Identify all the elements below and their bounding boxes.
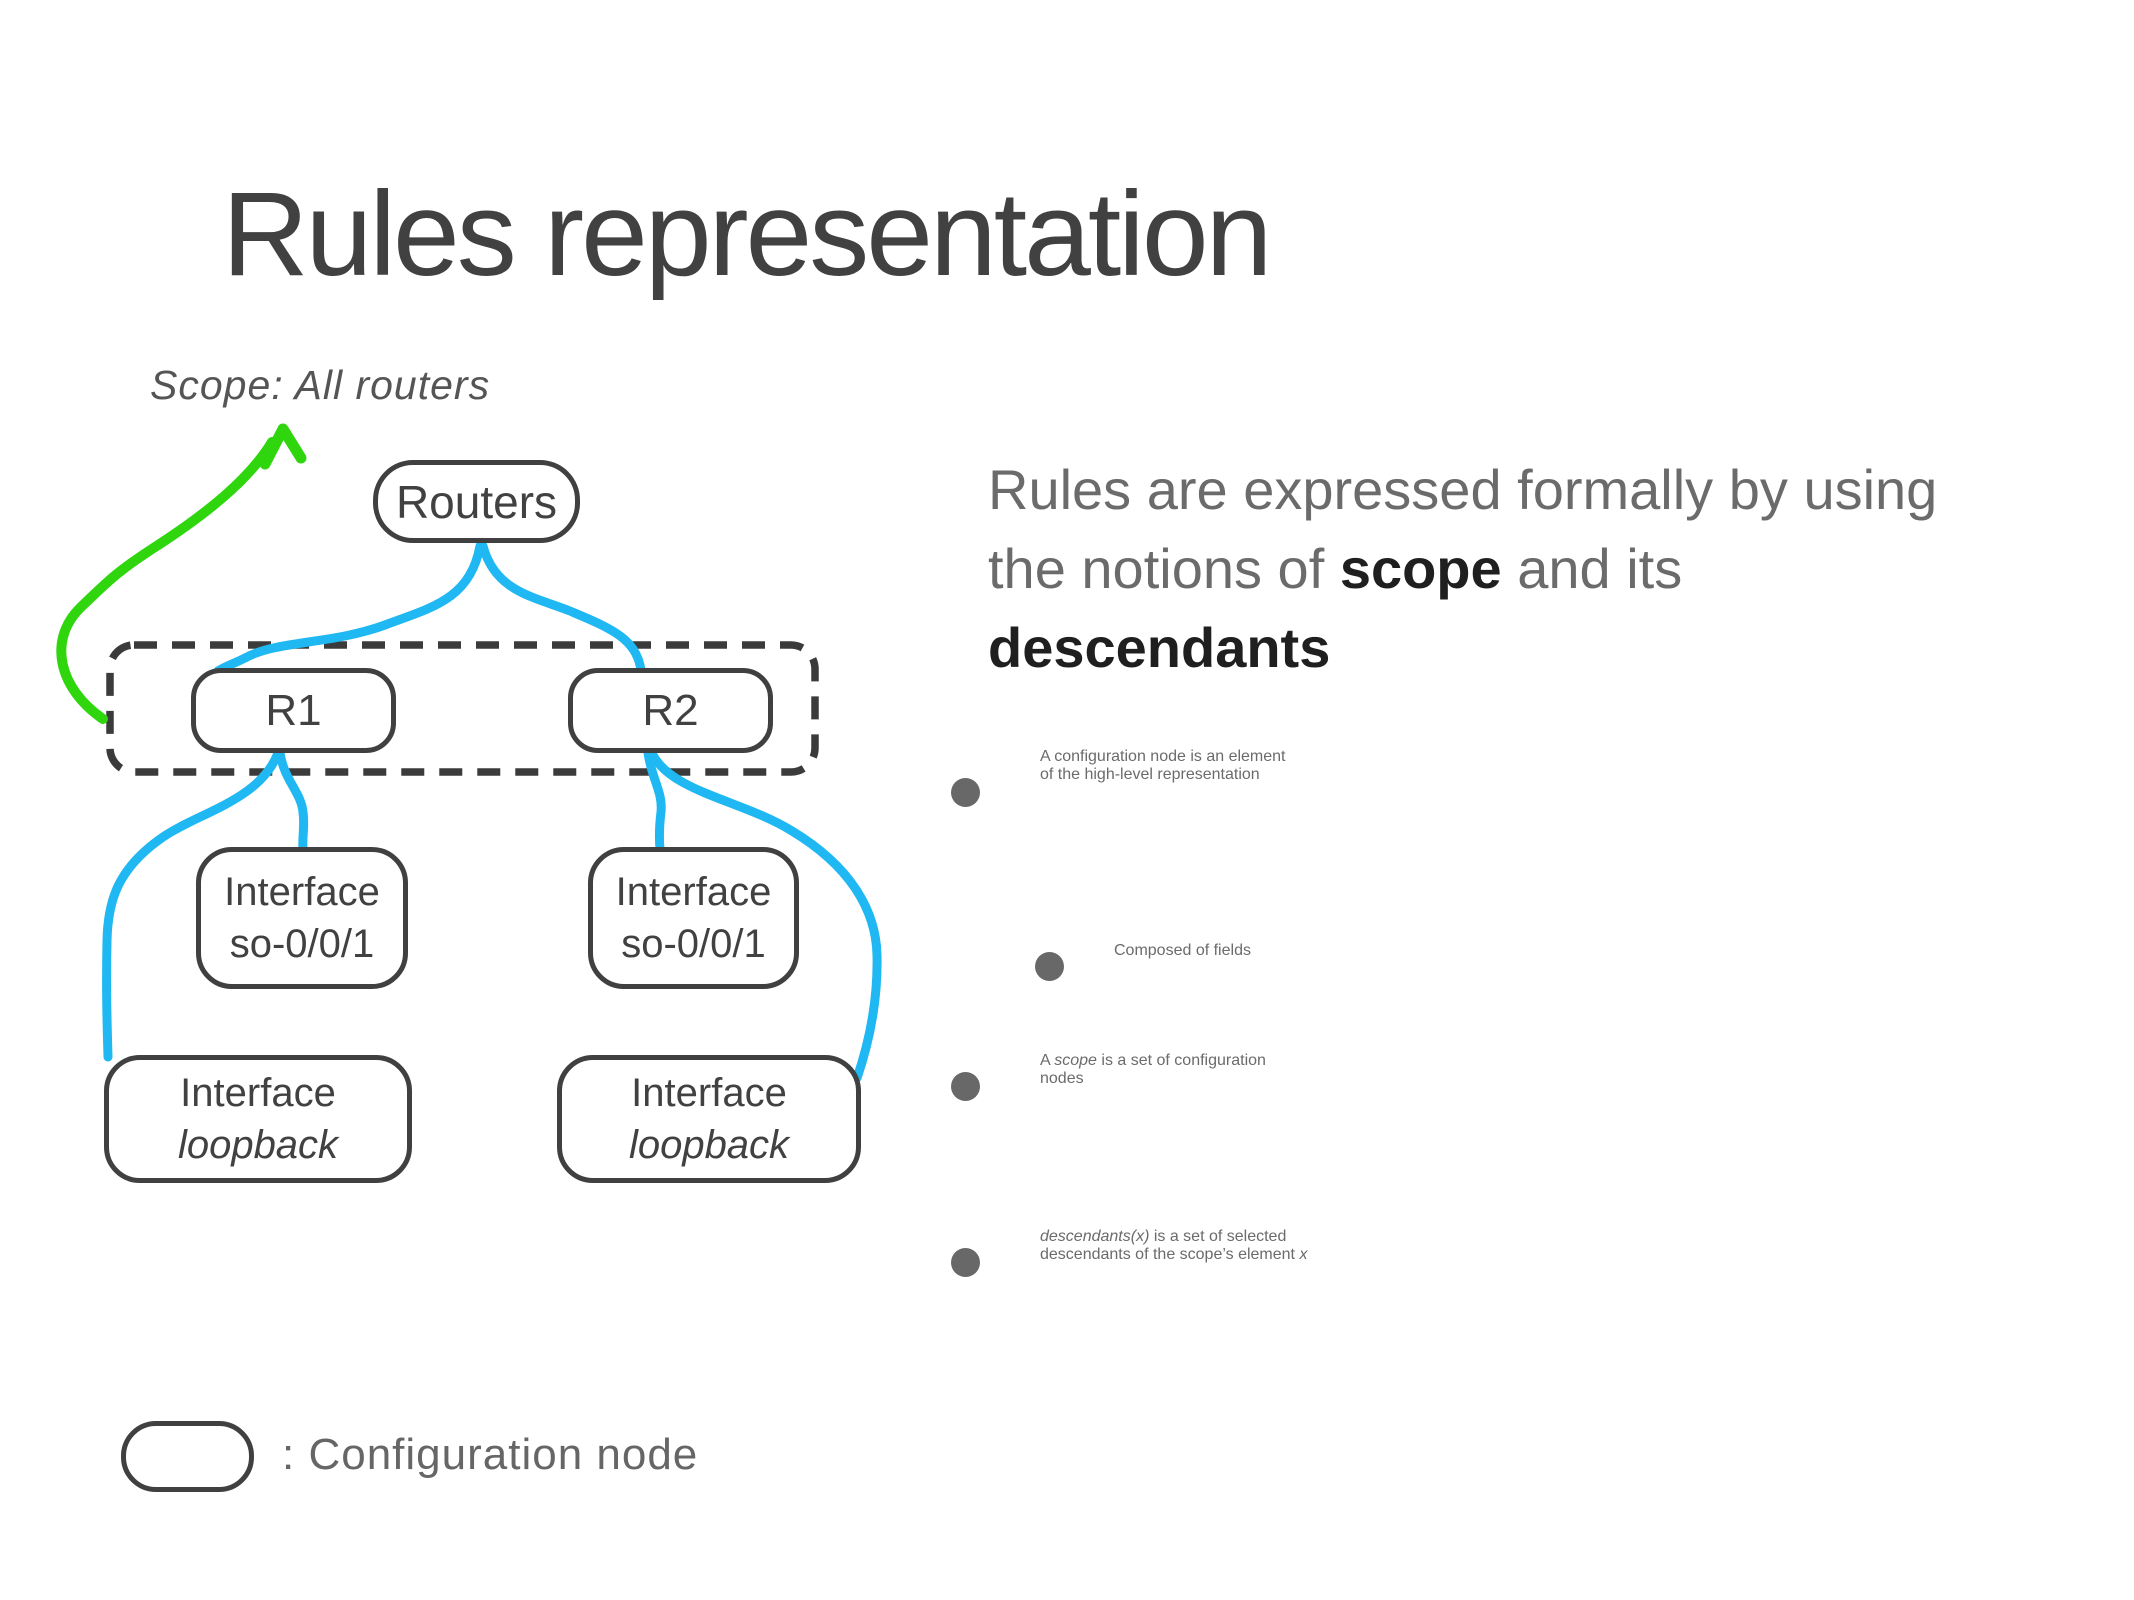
node-interface-loopback-r2: Interface loopback [557, 1055, 861, 1183]
text-run: is a set of selected [1149, 1228, 1287, 1245]
node-interface-so-r2: Interface so-0/0/1 [588, 847, 799, 989]
text-run: nodes [1040, 1070, 1084, 1087]
node-r1: R1 [191, 668, 396, 753]
legend-label: : Configuration node [282, 1430, 699, 1479]
interface-loopback-label: loopback [628, 1123, 790, 1167]
interface-label: Interface [224, 870, 380, 914]
scope-dashed-box [106, 641, 819, 776]
interface-label: Interface [615, 870, 772, 914]
node-routers-label: Routers [395, 475, 558, 528]
text-line: descendants [988, 608, 1937, 687]
text-run: of the high-level representation [1040, 766, 1260, 783]
text-run: Composed of fields [1114, 942, 1251, 959]
node-routers: Routers [373, 460, 580, 543]
interface-label: Interface [631, 1071, 787, 1115]
link-r1-interface-loopback [102, 748, 283, 1062]
link-r2-interface-so [643, 748, 666, 854]
scope-arrow-curve [56, 437, 277, 724]
text-line: A scope is a set of configuration [1040, 1052, 1266, 1070]
interface-label: Interface [180, 1071, 336, 1115]
text-run: is a set of configuration [1096, 1052, 1266, 1069]
emphasis-italic: descendants(x) [1040, 1228, 1150, 1245]
text-line: descendants(x) is a set of selected [1040, 1228, 1307, 1246]
text-line: of the high-level representation [1040, 766, 1286, 784]
intro-paragraph: Rules are expressed formally by using the… [988, 450, 1937, 687]
node-interface-loopback-r1: Interface loopback [104, 1055, 412, 1183]
bullet-dot [951, 778, 980, 807]
scope-arrow-head [259, 423, 307, 470]
interface-so-label: so-0/0/1 [229, 922, 375, 966]
link-routers-r1 [213, 541, 485, 676]
emphasis-bold: descendants [988, 616, 1331, 679]
interface-loopback-label: loopback [177, 1123, 339, 1167]
emphasis-italic: x [1299, 1246, 1308, 1263]
text-run: descendants of the scope’s element [1040, 1246, 1300, 1263]
text-run: A [1040, 1052, 1055, 1069]
bullet-dot [951, 1072, 980, 1101]
bullet-dot [1035, 952, 1064, 981]
link-r2-interface-loopback [647, 748, 882, 1083]
bullet-text: Composed of fields [1114, 942, 1251, 960]
node-r2-label: R2 [642, 685, 699, 735]
emphasis-bold: scope [1339, 537, 1502, 600]
emphasis-italic: scope [1054, 1052, 1097, 1069]
text-run: and its [1501, 537, 1683, 600]
text-run: the notions of [988, 537, 1340, 600]
scope-annotation-label: Scope: All routers [150, 362, 491, 408]
text-run: A configuration node is an element [1040, 748, 1286, 765]
bullet-dot [951, 1248, 980, 1277]
text-line: descendants of the scope’s element x [1040, 1246, 1307, 1264]
text-line: the notions of scope and its [988, 529, 1937, 608]
text-line: A configuration node is an element [1040, 748, 1286, 766]
interface-so-label: so-0/0/1 [621, 922, 766, 966]
node-r1-label: R1 [265, 685, 322, 735]
node-r2: R2 [568, 668, 773, 753]
text-run: Rules are expressed formally by using [988, 458, 1938, 521]
text-line: Rules are expressed formally by using [988, 450, 1937, 529]
legend-node-shape [121, 1421, 254, 1492]
text-line: nodes [1040, 1070, 1266, 1088]
link-routers-r2 [478, 541, 646, 675]
text-line: Composed of fields [1114, 942, 1251, 960]
node-interface-so-r1: Interface so-0/0/1 [196, 847, 408, 989]
link-r1-interface-so [275, 748, 309, 854]
page-title: Rules representation [222, 167, 1272, 301]
